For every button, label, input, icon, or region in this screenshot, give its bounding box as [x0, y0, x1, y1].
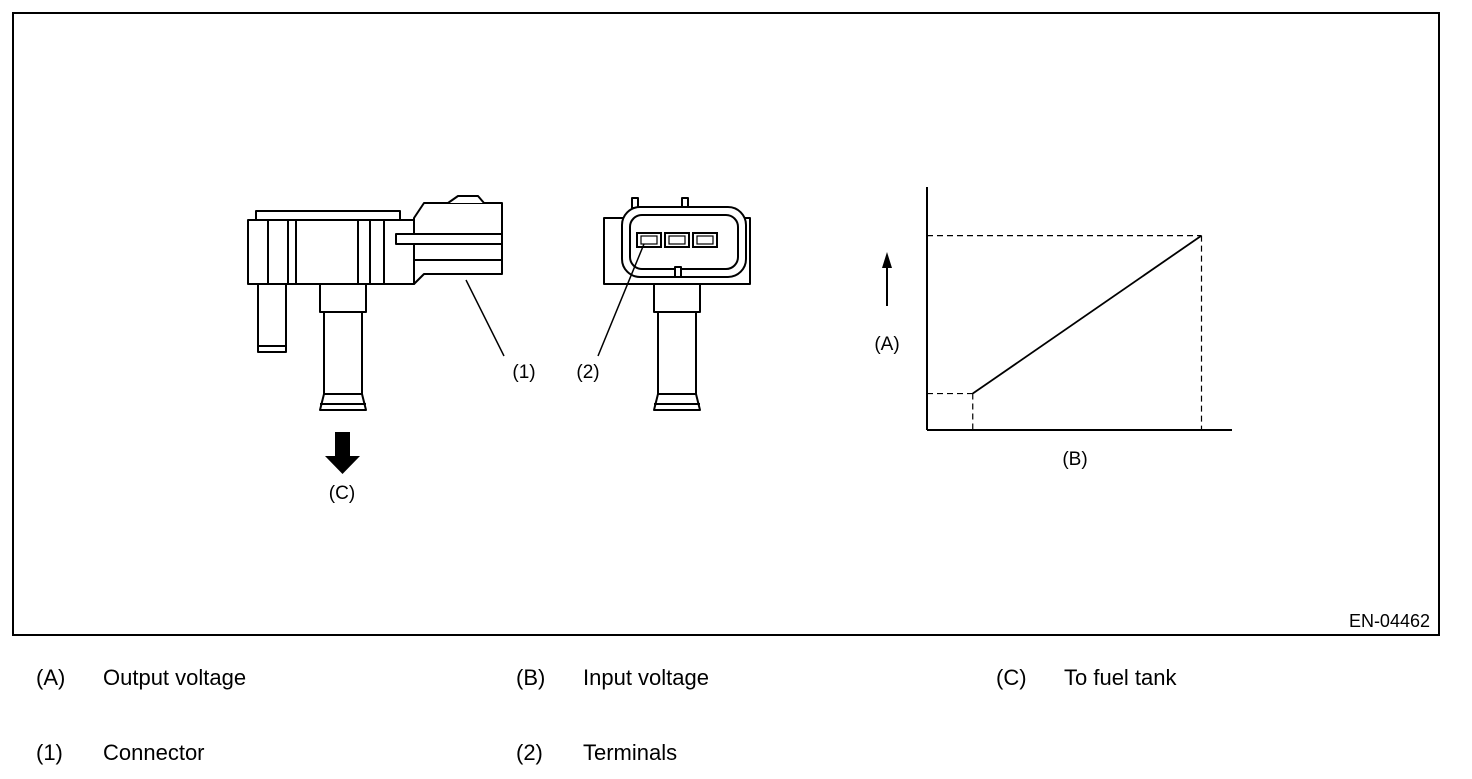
- figure-frame: (1) (2) (C) (A) (B) EN-04462: [12, 12, 1440, 636]
- legend-text-1: Connector: [103, 740, 205, 765]
- figure-code: EN-04462: [1349, 611, 1430, 631]
- callout-2: (2): [576, 362, 599, 383]
- legend-row-2: (1) Connector (2) Terminals: [0, 739, 1472, 779]
- chart-y-label: (A): [874, 334, 899, 355]
- legend-text-c: To fuel tank: [1064, 665, 1177, 690]
- sensor-side-view: [247, 195, 503, 411]
- legend-key-1: (1): [36, 740, 63, 765]
- figure-border: [12, 12, 1440, 636]
- chart-guides: [927, 235, 1203, 430]
- fuel-tank-arrow: [325, 432, 360, 474]
- sensor-front-view: [603, 197, 751, 411]
- legend-text-2: Terminals: [583, 740, 678, 765]
- callout-1: (1): [512, 362, 535, 383]
- legend-text-b: Input voltage: [583, 665, 709, 690]
- legend-row-1: (A) Output voltage (B) Input voltage (C)…: [0, 664, 1472, 704]
- connector-leader: [465, 279, 505, 357]
- chart-series-line: [972, 234, 1203, 395]
- legend-key-a: (A): [36, 665, 66, 690]
- voltage-chart: [882, 187, 1232, 431]
- terminals-leader: [597, 243, 645, 357]
- chart-x-label: (B): [1062, 449, 1087, 470]
- output-arrow-head: [882, 252, 892, 268]
- legend-key-c: (C): [996, 665, 1027, 690]
- legend-key-b: (B): [516, 665, 546, 690]
- legend-key-2: (2): [516, 740, 543, 765]
- legend-text-a: Output voltage: [103, 665, 247, 690]
- callout-c: (C): [329, 483, 355, 504]
